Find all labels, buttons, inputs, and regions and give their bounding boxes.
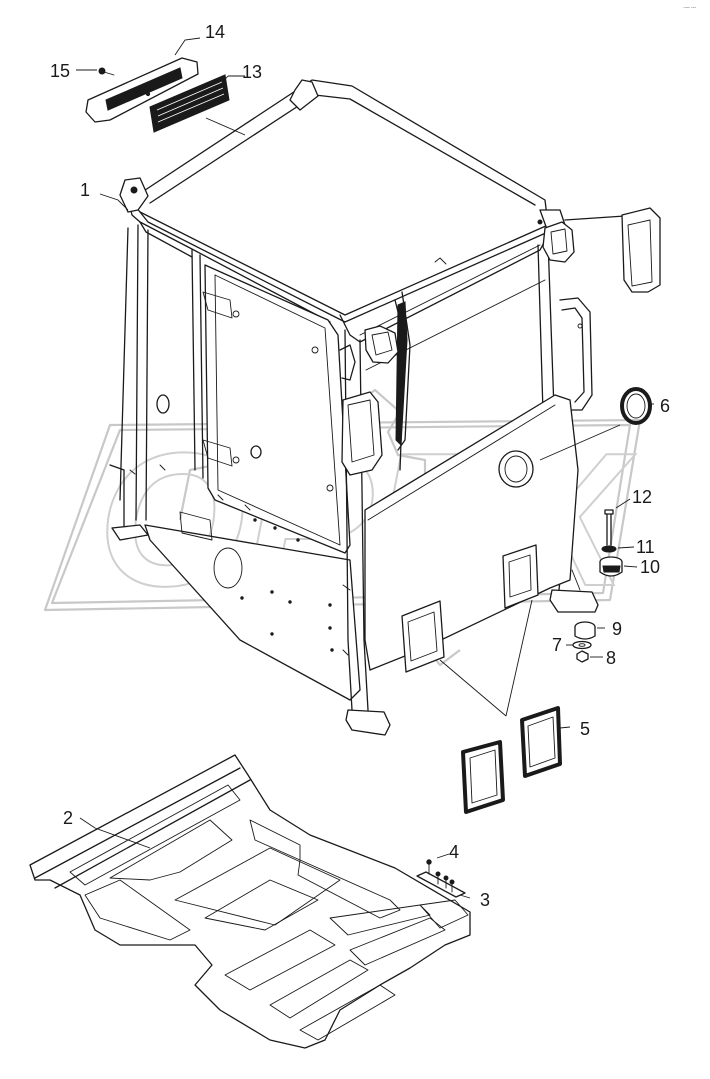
callout-4: 4 [449,842,459,862]
corner-mark: ·— --- [683,5,696,11]
washer-upper-part [601,545,617,553]
leader-lines [76,37,654,899]
callout-2: 2 [63,808,73,828]
rivet-row [240,518,334,652]
callout-11: 11 [636,537,655,557]
callout-5: 5 [580,719,590,739]
cab-body-part [109,79,661,736]
callout-8: 8 [606,648,616,668]
callout-12: 12 [632,487,652,507]
callout-3: 3 [480,890,490,910]
callouts: 1 2 3 4 5 6 7 8 9 10 11 12 13 14 15 [50,22,670,910]
callout-14: 14 [205,22,225,42]
small-screws-part [426,859,455,893]
callout-10: 10 [640,557,660,577]
callout-15: 15 [50,61,70,81]
rectangular-seal-left-part [461,740,505,814]
rectangular-seal-right-part [520,706,562,778]
round-seal-part [620,387,652,425]
callout-6: 6 [660,396,670,416]
callout-7: 7 [552,635,562,655]
filter-cover-part [85,57,199,123]
floor-mat-part [29,754,471,1049]
screw-part [98,67,115,76]
spacer-part [574,621,596,640]
nut-part [576,650,589,663]
callout-9: 9 [612,619,622,639]
callout-1: 1 [80,180,90,200]
bracket-plate-part [416,871,466,898]
filter-element-part [149,74,230,133]
washer-lower-part [572,640,592,650]
rubber-mount-part [599,556,623,577]
bolt-part [604,509,614,546]
callout-13: 13 [242,62,262,82]
